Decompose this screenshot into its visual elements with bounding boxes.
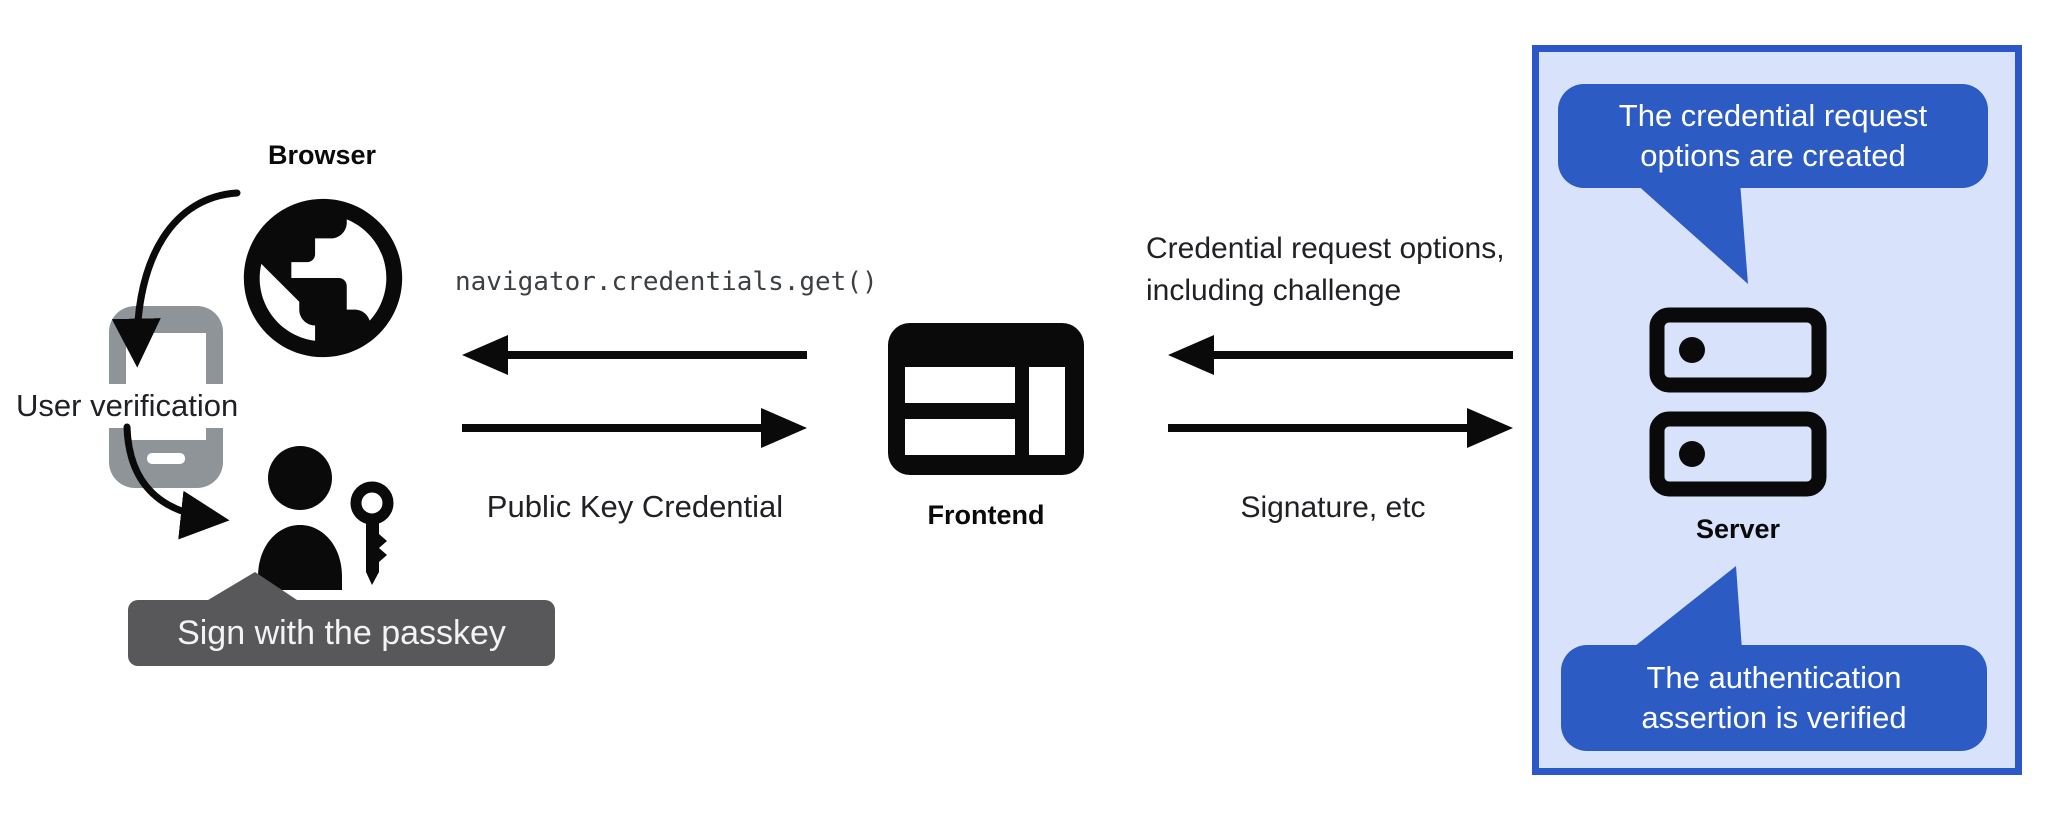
bubble-bottom: The authentication assertion is verified	[1561, 645, 1987, 751]
passkey-badge-label: Sign with the passkey	[177, 613, 506, 652]
public-key-credential-label: Public Key Credential	[486, 489, 784, 524]
curved-arrows	[111, 189, 241, 540]
browser-label: Browser	[267, 140, 377, 170]
globe-icon	[243, 198, 403, 358]
credential-request-options-line2: including challenge	[1146, 274, 1402, 307]
arrow-browser-to-frontend	[462, 408, 807, 448]
bubble-top-line2: options are created	[1640, 138, 1906, 173]
key-icon	[350, 481, 394, 585]
frontend-label: Frontend	[927, 500, 1045, 530]
bubble-bottom-tail	[1630, 566, 1742, 650]
user-key-icon	[258, 446, 394, 590]
arrow-browser-to-phone	[111, 189, 241, 368]
bubble-bottom-line1: The authentication	[1646, 660, 1902, 695]
server-label: Server	[1695, 514, 1781, 544]
user-verification-label: User verification	[12, 384, 243, 429]
passkey-badge: Sign with the passkey	[128, 600, 555, 666]
bubble-top-tail	[1634, 182, 1748, 284]
arrow-phone-to-user	[123, 423, 230, 540]
web-icon	[888, 323, 1084, 475]
bubble-top-line1: The credential request	[1618, 98, 1928, 133]
arrow-frontend-to-server	[1168, 408, 1513, 448]
arrow-frontend-to-browser	[462, 335, 807, 375]
credential-request-options-line1: Credential request options,	[1146, 232, 1505, 265]
passkey-badge-tail	[198, 572, 306, 606]
bubble-bottom-line2: assertion is verified	[1641, 700, 1907, 735]
signature-label: Signature, etc	[1240, 491, 1426, 524]
arrow-server-to-frontend	[1168, 335, 1513, 375]
credentials-get-code-label: navigator.credentials.get()	[455, 267, 878, 297]
person-icon	[258, 446, 342, 590]
credential-request-options-label: Credential request options, including ch…	[1146, 228, 1505, 312]
server-icon	[1649, 307, 1827, 497]
bubble-top: The credential request options are creat…	[1558, 84, 1988, 188]
